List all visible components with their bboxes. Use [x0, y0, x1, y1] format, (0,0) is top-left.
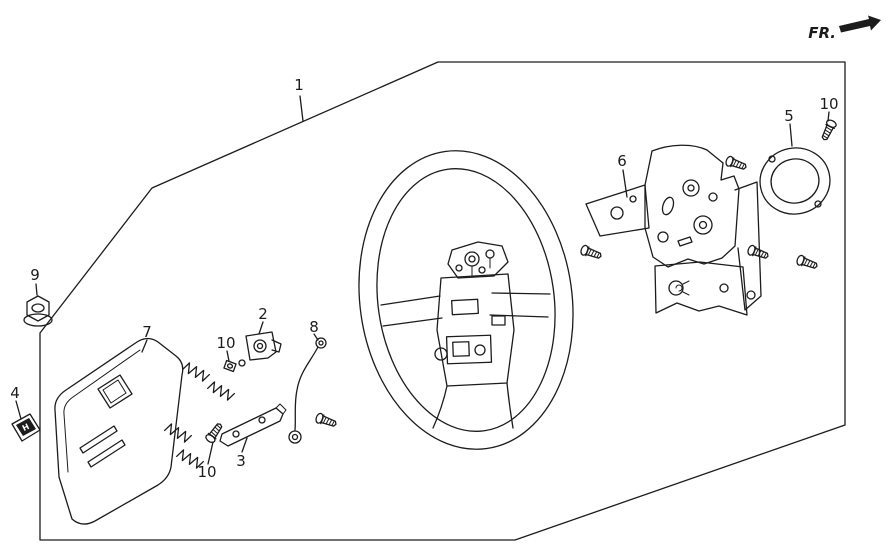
leader-10b: [827, 111, 830, 122]
screw: [724, 154, 749, 173]
spring: [206, 379, 236, 403]
leader-10c: [207, 441, 214, 465]
cancel-ring: [759, 147, 831, 215]
fasteners: [203, 118, 838, 445]
switch-bracket: [219, 403, 287, 447]
screw: [314, 411, 339, 430]
leader-3: [241, 437, 248, 453]
leader-4: [15, 400, 22, 420]
wheel-rim-inner: [376, 168, 556, 432]
lock-nut: [23, 295, 53, 327]
leader-9: [35, 283, 38, 296]
fr-label: FR.: [808, 24, 836, 42]
horn-mark: [668, 280, 690, 296]
horn-contact-plate: [447, 241, 509, 279]
leader-1: [299, 95, 304, 122]
leader-2: [258, 321, 264, 335]
leader-lines: [15, 95, 830, 465]
spring: [163, 421, 193, 445]
leader-6: [622, 169, 628, 198]
callouts: 1 2 3 4 5 6 7 8 9 10 10 10: [10, 76, 838, 481]
callout-1: 1: [294, 76, 304, 94]
h-emblem: H: [11, 413, 41, 442]
horn-wire: [288, 337, 327, 444]
spring: [181, 360, 211, 384]
callout-10c: 10: [197, 463, 216, 481]
wheel-spoke-right: [489, 292, 551, 318]
callout-10a: 10: [216, 334, 235, 352]
leader-10a: [226, 350, 230, 362]
leader-5: [789, 123, 793, 147]
contact-springs: [163, 360, 236, 471]
callout-3: 3: [236, 452, 246, 470]
horn-pad: [54, 337, 184, 525]
screw: [746, 243, 771, 262]
wheel-rim-outer: [358, 150, 574, 450]
boundary-outline: [39, 61, 846, 541]
callout-2: 2: [258, 305, 268, 323]
callout-8: 8: [309, 318, 319, 336]
callout-4: 4: [10, 384, 20, 402]
screw: [203, 420, 226, 445]
fr-direction: FR.: [808, 15, 881, 42]
callout-6: 6: [617, 152, 627, 170]
callout-7: 7: [142, 323, 152, 341]
emblem-letter: H: [21, 422, 31, 433]
callout-5: 5: [784, 107, 794, 125]
wheel-spoke-left: [380, 295, 443, 327]
screw: [818, 118, 838, 143]
callout-9: 9: [30, 266, 40, 284]
small-nut: [223, 359, 237, 373]
horn-switch: [238, 331, 282, 367]
leader-7: [141, 339, 148, 353]
screw: [579, 243, 604, 262]
callout-10b: 10: [819, 95, 838, 113]
back-plate: [585, 144, 762, 316]
wheel-hub: [432, 273, 515, 429]
steering-wheel: [358, 150, 574, 450]
screw: [795, 253, 820, 272]
fr-arrow-icon: [839, 15, 881, 33]
